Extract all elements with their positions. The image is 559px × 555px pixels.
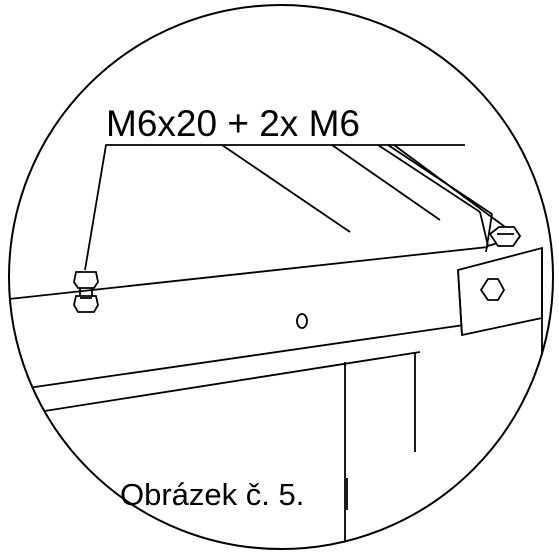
detail-circle xyxy=(8,4,554,550)
rail-vertical-edge xyxy=(485,213,493,253)
rail-bolt-icon xyxy=(488,226,522,247)
figure-caption: Obrázek č. 5. xyxy=(120,477,304,512)
beam-top-edge xyxy=(9,246,489,301)
callout-leader xyxy=(84,144,465,271)
side-rail-top xyxy=(377,144,481,213)
hole-icon xyxy=(296,313,308,329)
side-rail-edge xyxy=(393,144,521,239)
bracket-edge xyxy=(457,269,463,336)
bolt-with-two-nuts-icon xyxy=(73,271,99,313)
beam-bottom-edge xyxy=(9,324,465,393)
rear-rail-mid xyxy=(331,144,441,221)
rear-rail-left xyxy=(221,144,351,233)
hex-bolt-head-icon xyxy=(479,278,506,301)
callout-label: M6x20 + 2x M6 xyxy=(106,103,360,144)
beam-lower-ledge xyxy=(9,351,421,419)
